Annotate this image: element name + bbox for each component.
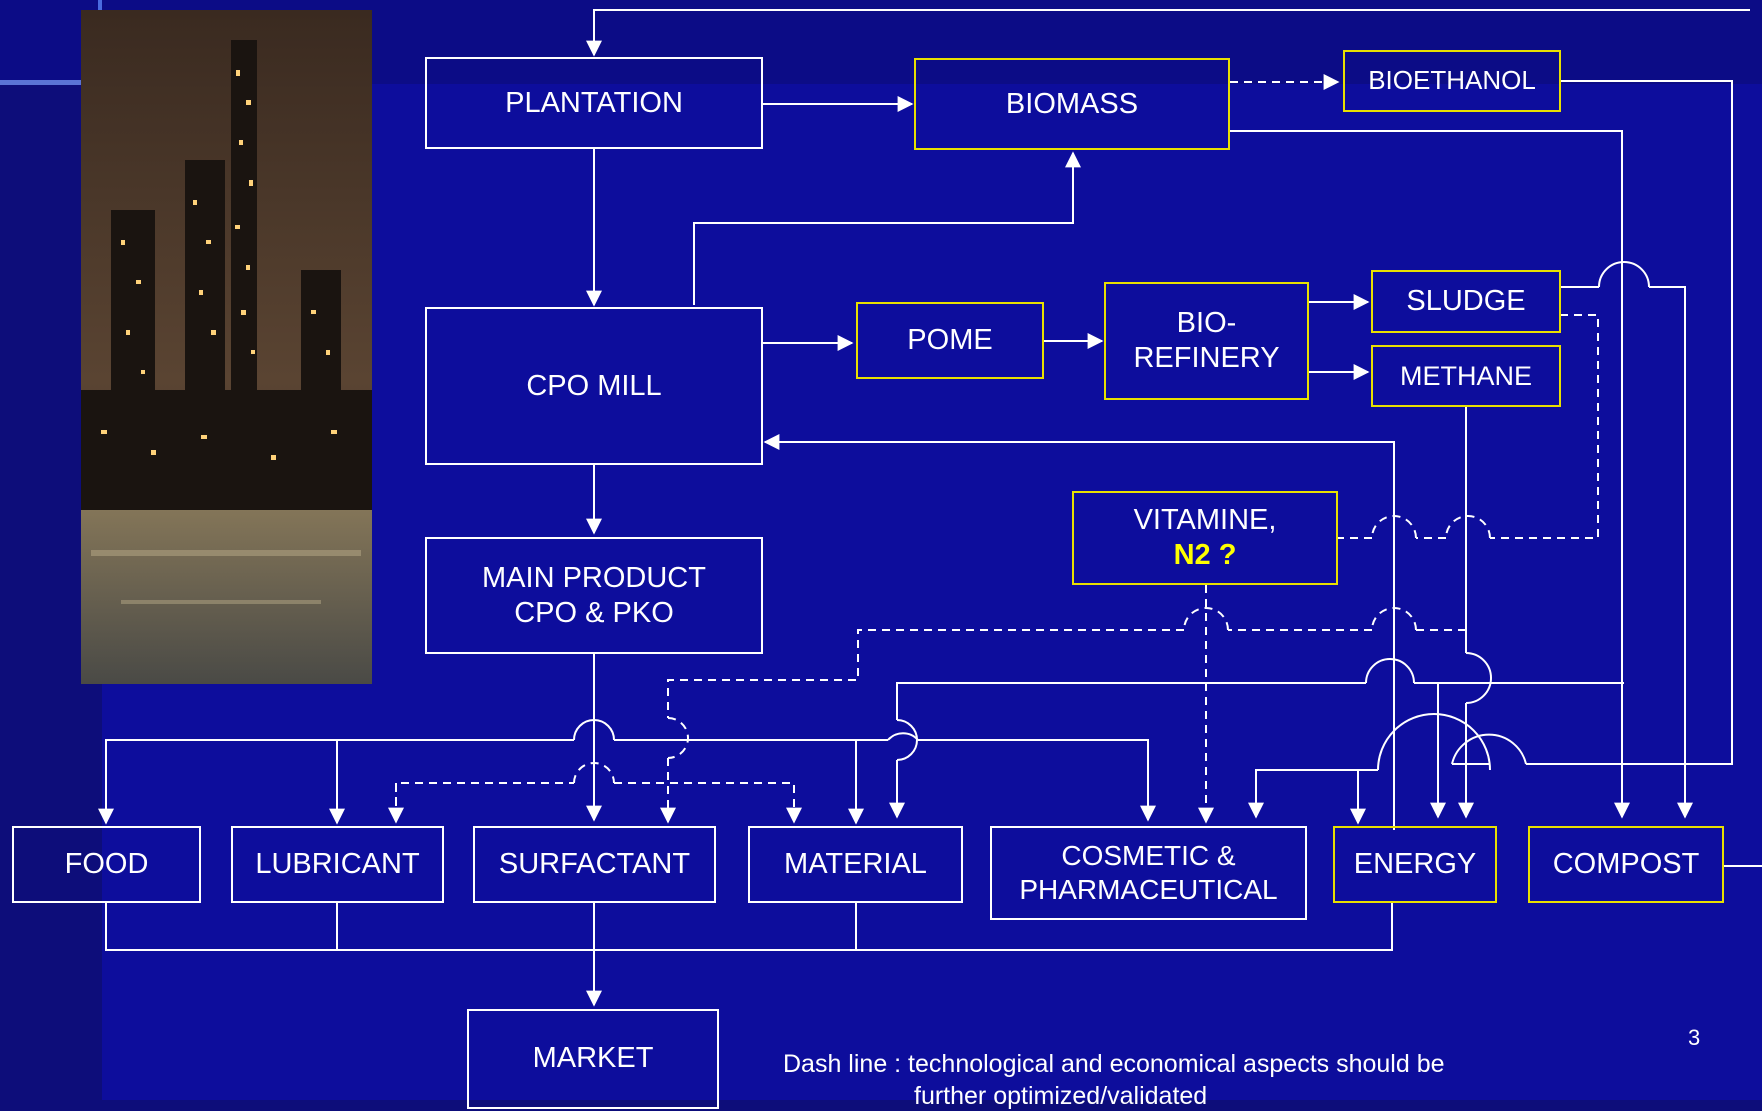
lubricant-box: LUBRICANT [231, 826, 444, 903]
vitamine-box: VITAMINE,N2 ? [1072, 491, 1338, 585]
energy-box: ENERGY [1333, 826, 1497, 903]
energy-to-cosmetic [1248, 769, 1378, 819]
bioethanol-to-right [1526, 80, 1733, 765]
sludge-box: SLUDGE [1371, 270, 1561, 333]
accent-tick [98, 0, 102, 14]
page-number: 3 [1688, 1025, 1701, 1050]
cosmetic-label: COSMETIC & PHARMACEUTICAL [1019, 840, 1278, 905]
methane-box: METHANE [1371, 345, 1561, 407]
main-product-box: MAIN PRODUCT CPO & PKO [425, 537, 763, 654]
distribution-bus [105, 739, 574, 820]
material-box: MATERIAL [748, 826, 963, 903]
compost-box: COMPOST [1528, 826, 1724, 903]
n2-label: N2 ? [1173, 539, 1237, 571]
cpo-mill-label: CPO MILL [526, 369, 662, 402]
biorefinery-label: BIO- REFINERY [1133, 307, 1280, 374]
pome-label: POME [907, 324, 993, 357]
dash-line-note-continued: further optimized/validated [914, 1082, 1208, 1110]
pome-box: POME [856, 302, 1044, 379]
biomass-to-compost [1230, 130, 1630, 819]
bioethanol-label: BIOETHANOL [1368, 65, 1536, 96]
sludge-label: SLUDGE [1406, 285, 1526, 318]
energy-label: ENERGY [1353, 848, 1477, 881]
methane-label: METHANE [1399, 360, 1532, 391]
market-box: MARKET [467, 1009, 719, 1109]
compost-label: COMPOST [1552, 848, 1700, 881]
market-label: MARKET [532, 1042, 654, 1074]
cpo-mill-box: CPO MILL [425, 307, 763, 465]
main-product-label: MAIN PRODUCT CPO & PKO [482, 561, 706, 629]
food-box: FOOD [12, 826, 201, 903]
surfactant-label: SURFACTANT [498, 848, 691, 881]
food-label: FOOD [64, 848, 149, 881]
sludge-to-vitamine [1490, 314, 1599, 539]
lubricant-label: LUBRICANT [255, 848, 420, 881]
biomass-box: BIOMASS [914, 58, 1230, 150]
plantation-box: PLANTATION [425, 57, 763, 149]
biorefinery-box: BIO- REFINERY [1104, 282, 1309, 400]
refinery-photo [81, 10, 372, 684]
energy-to-cpo-mill [763, 434, 1395, 830]
cpo-mill-to-biomass [693, 151, 1081, 305]
accent-line [0, 80, 84, 85]
material-label: MATERIAL [784, 848, 927, 881]
vitamine-label: VITAMINE, [1133, 504, 1277, 537]
surfactant-dash-bus [395, 782, 574, 806]
dash-line-note: Dash line : technological and economical… [783, 1050, 1445, 1078]
market-bus [105, 902, 1393, 951]
background-panel [102, 83, 1762, 1100]
compost-to-plantation-line [586, 9, 1750, 57]
biomass-label: BIOMASS [1005, 87, 1139, 120]
bioethanol-box: BIOETHANOL [1343, 50, 1561, 112]
surfactant-box: SURFACTANT [473, 826, 716, 903]
plantation-label: PLANTATION [505, 86, 683, 119]
cosmetic-pharmaceutical-box: COSMETIC & PHARMACEUTICAL [990, 826, 1307, 920]
